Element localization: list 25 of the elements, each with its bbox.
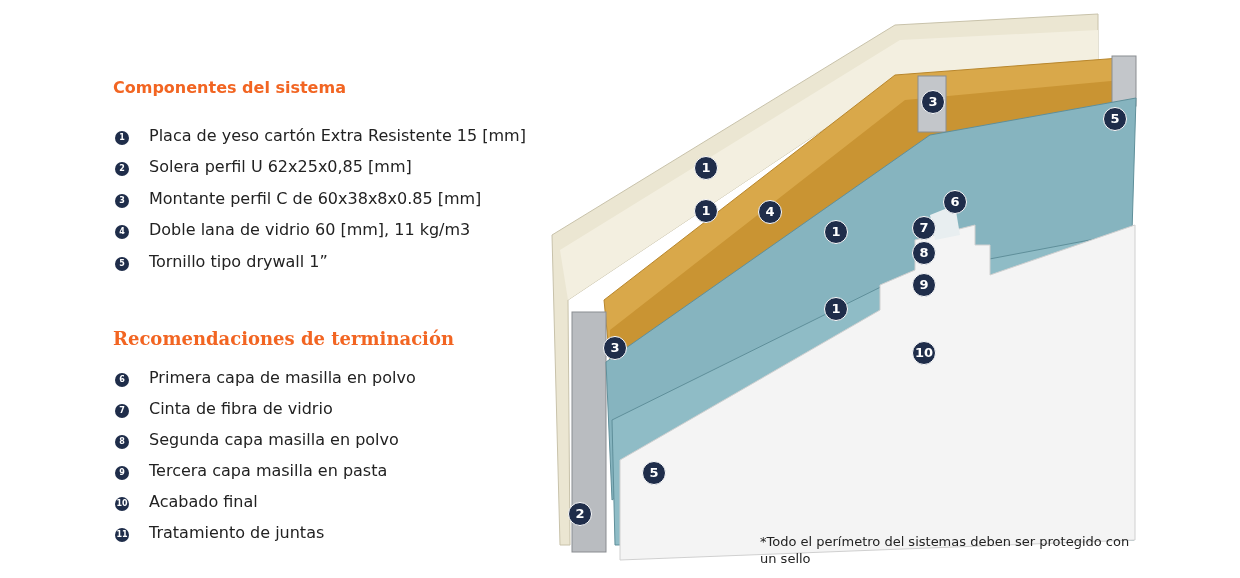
list-item: Doble lana de vidrio 60 [mm], 11 kg/m3 [149, 220, 471, 239]
list-item: Montante perfil C de 60x38x8x0.85 [mm] [149, 189, 482, 208]
list-item: Tercera capa masilla en pasta [149, 461, 388, 480]
list-bullet: 4 [115, 225, 129, 239]
list-item: Acabado final [149, 492, 258, 511]
list-bullet: 1 [115, 131, 129, 145]
list-item: Tratamiento de juntas [149, 523, 325, 542]
list-item: Segunda capa masilla en polvo [149, 430, 399, 449]
list-bullet: 7 [115, 404, 129, 418]
list-bullet: 2 [115, 162, 129, 176]
section-heading: Recomendaciones de terminación [113, 328, 455, 349]
list-item: Solera perfil U 62x25x0,85 [mm] [149, 157, 412, 176]
list-bullet: 9 [115, 466, 129, 480]
list-bullet: 5 [115, 257, 129, 271]
list-item: Primera capa de masilla en polvo [149, 368, 416, 387]
list-bullet: 8 [115, 435, 129, 449]
list-bullet: 3 [115, 194, 129, 208]
list-bullet: 10 [115, 497, 129, 511]
list-bullet: 6 [115, 373, 129, 387]
list-item: Cinta de fibra de vidrio [149, 399, 333, 418]
section-heading: Componentes del sistema [113, 78, 346, 97]
list-item: Placa de yeso cartón Extra Resistente 15 [mm] [149, 126, 526, 145]
list-item: Tornillo tipo drywall 1” [149, 252, 328, 271]
list-bullet: 11 [115, 528, 129, 542]
footnote: *Todo el perímetro del sistemas deben ser protegido con un sello [760, 533, 1130, 567]
